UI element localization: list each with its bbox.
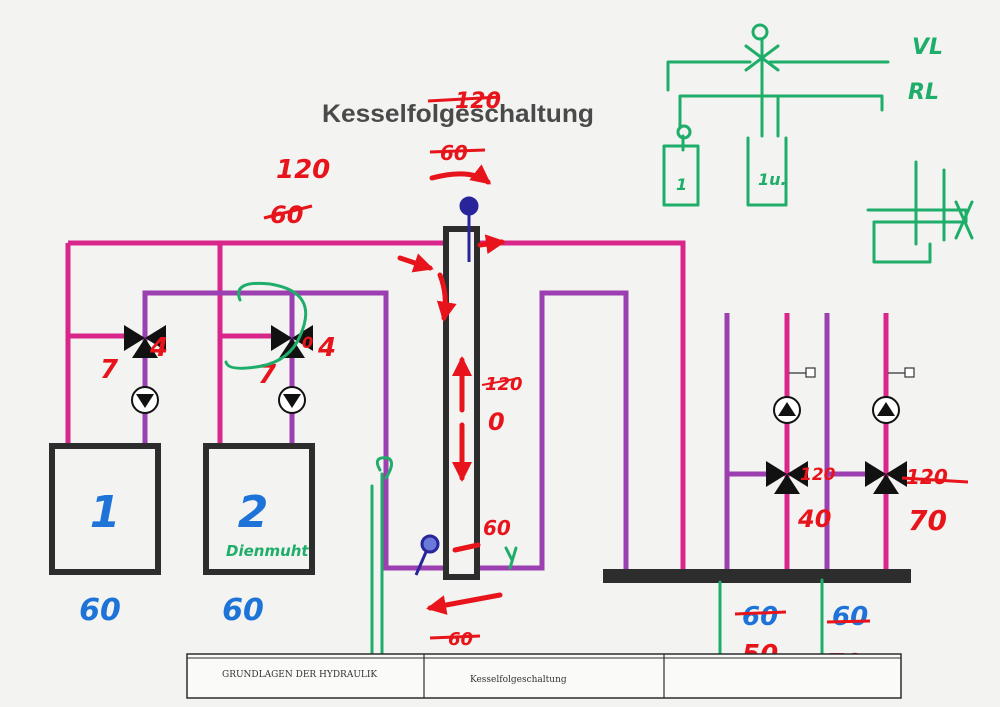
circuit-right-struck: 120	[906, 465, 948, 489]
sensor-icon	[789, 367, 915, 378]
mix-left-label: 4	[149, 333, 168, 363]
boiler-2-note: Dienmuht	[226, 542, 309, 560]
pump-icon	[773, 396, 801, 424]
boiler-2-number: 2	[238, 487, 269, 538]
boiler-1	[49, 443, 161, 575]
pump-icon	[131, 386, 159, 414]
temperature-sensor-sketch	[414, 196, 479, 576]
consumer-left-struck: 60	[742, 602, 778, 632]
sketch-label-vl: VL	[912, 35, 943, 60]
boiler-1-number: 1	[90, 487, 121, 538]
col-bottom-label: 60	[483, 516, 511, 540]
header-left-flow: 120	[276, 155, 330, 185]
printed-pumps	[131, 367, 915, 424]
circuit-left-label: 40	[797, 505, 831, 533]
circuit-left-struck: 120	[800, 465, 836, 485]
boiler-1-temp: 60	[79, 593, 121, 628]
boiler-2-temp: 60	[222, 593, 264, 628]
distribution-manifold	[603, 569, 911, 583]
pump-icon	[872, 396, 900, 424]
circuit-right-label: 70	[908, 504, 947, 537]
caption-left: GRUNDLAGEN DER HYDRAULIK	[222, 670, 377, 680]
sketch-label-rl: RL	[908, 80, 939, 105]
col-flow-label: 0	[488, 408, 505, 436]
sketch-label-a: 1	[676, 175, 687, 194]
mixing-valve-icon	[766, 461, 808, 494]
flow-header-pipe	[68, 240, 686, 570]
sketch-label-b: 1u.	[758, 170, 787, 189]
pump-left-label: 7	[100, 355, 119, 385]
pump-right-label: 7	[258, 360, 277, 390]
header-top-return-struck: 60	[440, 141, 468, 165]
pump-icon	[278, 386, 306, 414]
consumer-right-new: 60	[832, 602, 868, 632]
printed-piping	[49, 226, 911, 583]
caption-table: GRUNDLAGEN DER HYDRAULIK Kesselfolgescha…	[186, 653, 902, 699]
valve-right-label: 0	[302, 333, 313, 352]
caption-middle: Kesselfolgeschaltung	[470, 675, 567, 685]
col-flow-struck: 120	[485, 374, 523, 395]
mixing-valve-icon	[865, 461, 907, 494]
red-flow-arrows	[397, 164, 506, 615]
diagram-title: Kesselfolgeschaltung	[322, 100, 594, 128]
col-bottom-return-struck: 60	[448, 629, 473, 650]
mixing-valve-icon	[124, 325, 166, 358]
header-top-struck: 120	[455, 89, 501, 114]
printed-valves	[124, 325, 907, 494]
mix-right-label: 4	[317, 333, 336, 363]
boiler-2	[203, 443, 315, 575]
